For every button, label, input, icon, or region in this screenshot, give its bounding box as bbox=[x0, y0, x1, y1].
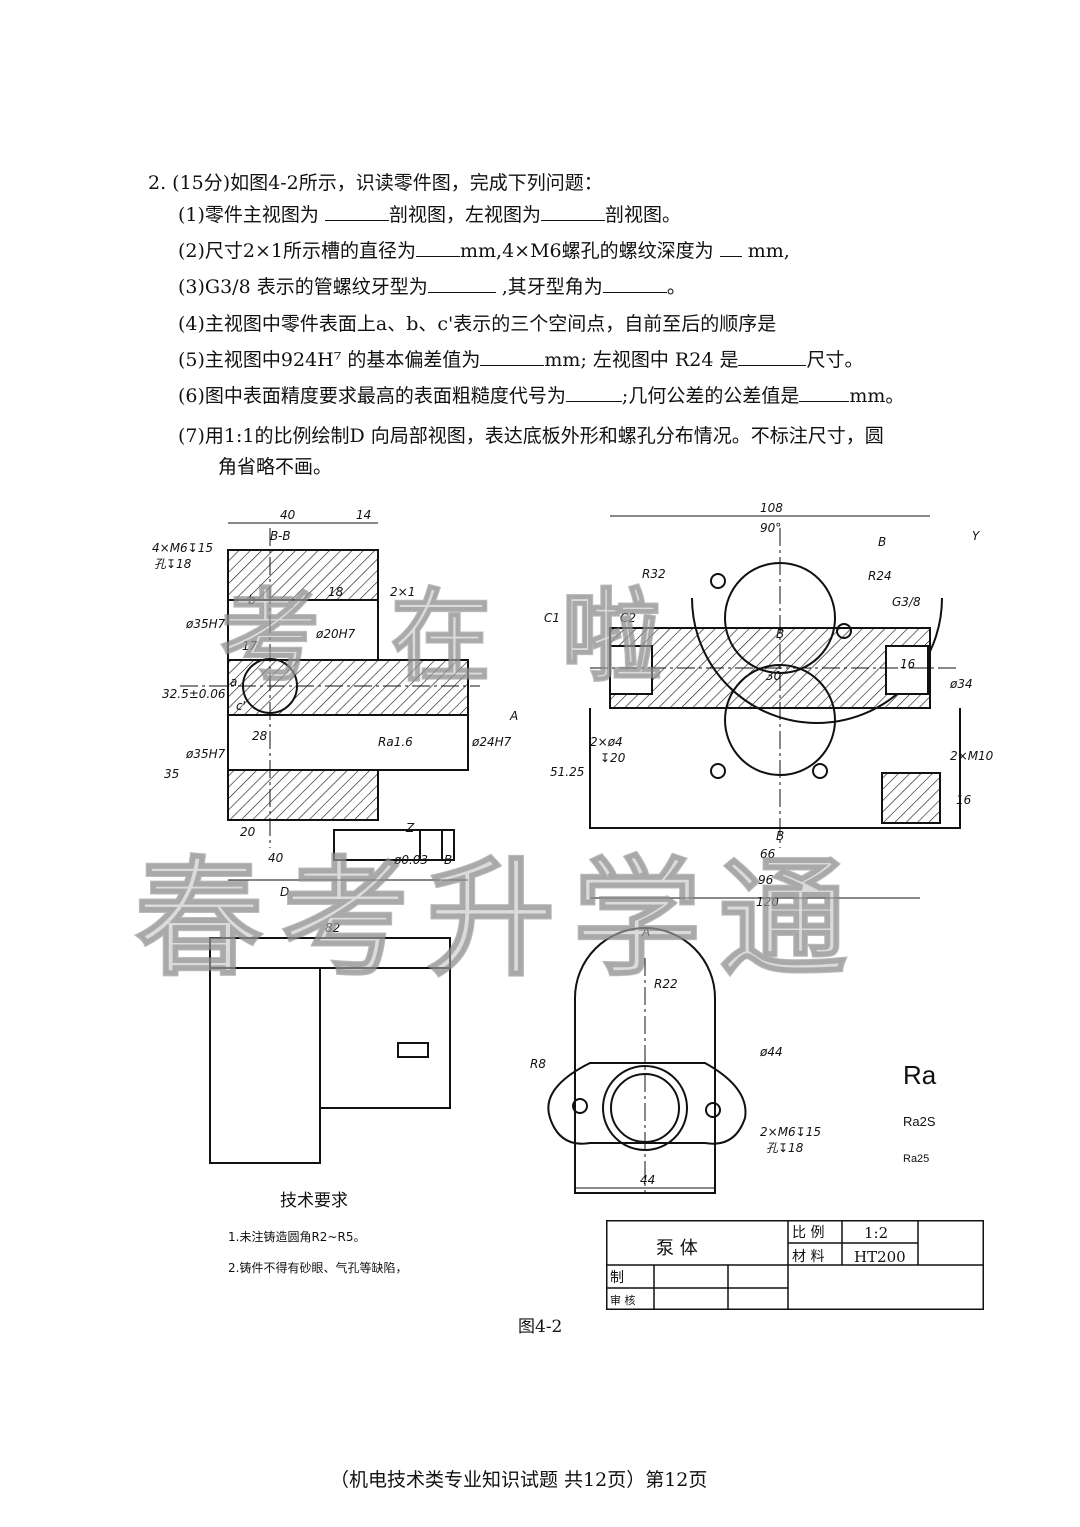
dim-108: 108 bbox=[760, 501, 783, 515]
made-by-label: 制 bbox=[610, 1270, 624, 1286]
dim-44-dia: ø44 bbox=[759, 1045, 783, 1059]
dim-16: 16 bbox=[900, 657, 916, 671]
roughness-y: Y bbox=[972, 529, 981, 543]
pipe-thread-g3-8: G3/8 bbox=[892, 595, 921, 609]
dim-18: 18 bbox=[328, 585, 344, 599]
section-mark-b-bottom: B bbox=[776, 829, 784, 843]
dim-51-25: 51.25 bbox=[550, 765, 584, 779]
answer-blank[interactable] bbox=[799, 383, 850, 402]
dim-hole-depth-b: 孔↧18 bbox=[766, 1141, 804, 1155]
ra-legend-item: Ra25 bbox=[903, 1153, 930, 1165]
center-mark-b: B bbox=[776, 627, 784, 641]
watermark-main: 春考升学通 bbox=[134, 844, 866, 995]
datum-b: B bbox=[444, 853, 452, 867]
answer-blank[interactable] bbox=[324, 202, 389, 221]
dim-35h7-b: ø35H7 bbox=[185, 747, 226, 761]
dim-thread-4m6: 4×M6↧15 bbox=[152, 541, 213, 555]
view-label-a-bottom: A bbox=[641, 925, 650, 939]
dim-35h7-a: ø35H7 bbox=[185, 617, 226, 631]
tolerance-value: ø0.03 bbox=[393, 853, 428, 867]
roughness-ra1-6: Ra1.6 bbox=[378, 735, 413, 749]
answer-blank[interactable] bbox=[416, 238, 461, 257]
dim-hole-depth: 孔↧18 bbox=[154, 557, 192, 571]
dim-120: 120 bbox=[756, 895, 779, 909]
page-footer: （机电技术类专业知识试题 共12页）第12页 bbox=[330, 1469, 708, 1491]
view-label-a: A bbox=[509, 709, 518, 723]
dim-r22: R22 bbox=[654, 977, 678, 991]
dim-2x4: 2×ø4 bbox=[590, 735, 623, 749]
dim-2x1: 2×1 bbox=[390, 585, 415, 599]
dim-r32: R32 bbox=[642, 567, 666, 581]
dim-34: ø34 bbox=[949, 677, 973, 691]
dim-depth-20: ↧20 bbox=[600, 751, 626, 765]
watermark-top: 考 在 啦 bbox=[219, 577, 680, 696]
dim-35: 35 bbox=[164, 767, 179, 781]
top-view bbox=[209, 937, 451, 1164]
dim-24h7: ø24H7 bbox=[471, 735, 512, 749]
figure-caption: 图4-2 bbox=[518, 1317, 563, 1337]
question-item-1: (1)零件主视图为 剖视图，左视图为剖视图。 bbox=[178, 202, 681, 226]
dim-44: 44 bbox=[640, 1173, 655, 1187]
flange-view bbox=[547, 927, 747, 1194]
scale-value: 1:2 bbox=[864, 1224, 889, 1242]
section-view-bb bbox=[180, 528, 480, 861]
answer-blank[interactable] bbox=[602, 274, 667, 293]
material-value: HT200 bbox=[854, 1248, 906, 1266]
scale-label: 比 例 bbox=[792, 1225, 825, 1241]
dim-16-b: 16 bbox=[956, 793, 972, 807]
question-title: 2. (15分)如图4-2所示，识读零件图，完成下列问题： bbox=[148, 172, 603, 194]
roughness-z: Z bbox=[405, 821, 415, 835]
question-item-4: (4)主视图中零件表面上a、b、c'表示的三个空间点，自前至后的顺序是 bbox=[178, 313, 777, 335]
dim-r8: R8 bbox=[530, 1057, 546, 1071]
material-label: 材 料 bbox=[792, 1249, 825, 1265]
dim-2xm10: 2×M10 bbox=[950, 749, 994, 763]
section-mark-b-top: B bbox=[878, 535, 886, 549]
dim-96: 96 bbox=[758, 873, 774, 887]
question-item-3: (3)G3/8 表示的管螺纹牙型为 ,其牙型角为。 bbox=[178, 274, 686, 298]
point-b: b bbox=[248, 593, 256, 607]
question-item-7: (7)用1:1的比例绘制D 向局部视图，表达底板外形和螺孔分布情况。不标注尺寸，… bbox=[178, 425, 884, 447]
title-block-grid bbox=[606, 1220, 984, 1310]
dim-66: 66 bbox=[760, 847, 776, 861]
dim-2xm6: 2×M6↧15 bbox=[760, 1125, 821, 1139]
view-label-d: D bbox=[280, 885, 289, 899]
dim-20: 20 bbox=[240, 825, 256, 839]
answer-blank[interactable] bbox=[540, 202, 605, 221]
dim-14: 14 bbox=[356, 508, 371, 522]
tech-requirement-1: 1.未注铸造圆角R2~R5。 bbox=[228, 1230, 366, 1244]
dim-17: 17 bbox=[242, 639, 258, 653]
chamfer-c1: C1 bbox=[544, 611, 560, 625]
dim-section-bb: B-B bbox=[270, 529, 291, 543]
answer-blank[interactable] bbox=[565, 383, 622, 402]
chamfer-c2: C2 bbox=[620, 611, 636, 625]
dim-82: 82 bbox=[325, 921, 340, 935]
answer-blank[interactable] bbox=[738, 347, 807, 366]
point-c: c' bbox=[236, 699, 246, 713]
dim-28: 28 bbox=[252, 729, 268, 743]
title-block: 泵 体 比 例 1:2 材 料 HT200 制 审 核 bbox=[606, 1220, 984, 1310]
answer-blank[interactable] bbox=[427, 274, 496, 293]
ra-legend-item: Ra2S bbox=[903, 1114, 936, 1129]
ra-legend-title: Ra bbox=[903, 1060, 937, 1090]
answer-blank[interactable] bbox=[480, 347, 545, 366]
checked-by-label: 审 核 bbox=[610, 1294, 636, 1307]
dim-40-b: 40 bbox=[268, 851, 284, 865]
dim-r24: R24 bbox=[868, 569, 892, 583]
tech-requirement-2: 2.铸件不得有砂眼、气孔等缺陷， bbox=[228, 1261, 408, 1275]
dim-40: 40 bbox=[280, 508, 296, 522]
side-view bbox=[589, 528, 961, 848]
dim-32-5: 32.5±0.06 bbox=[162, 687, 226, 701]
tech-requirements-title: 技术要求 bbox=[280, 1191, 348, 1211]
answer-blank[interactable] bbox=[719, 238, 742, 257]
part-name: 泵 体 bbox=[656, 1238, 698, 1259]
dim-90deg: 90° bbox=[760, 521, 781, 535]
part-drawing: 40 14 B-B 4×M6↧15 孔↧18 18 2×1 17 ø35H7 3… bbox=[152, 501, 994, 1194]
dim-20h7: ø20H7 bbox=[315, 627, 356, 641]
dim-30: 30 bbox=[766, 669, 782, 683]
point-a: a bbox=[230, 675, 237, 689]
question-item-7-cont: 角省略不画。 bbox=[218, 456, 333, 478]
